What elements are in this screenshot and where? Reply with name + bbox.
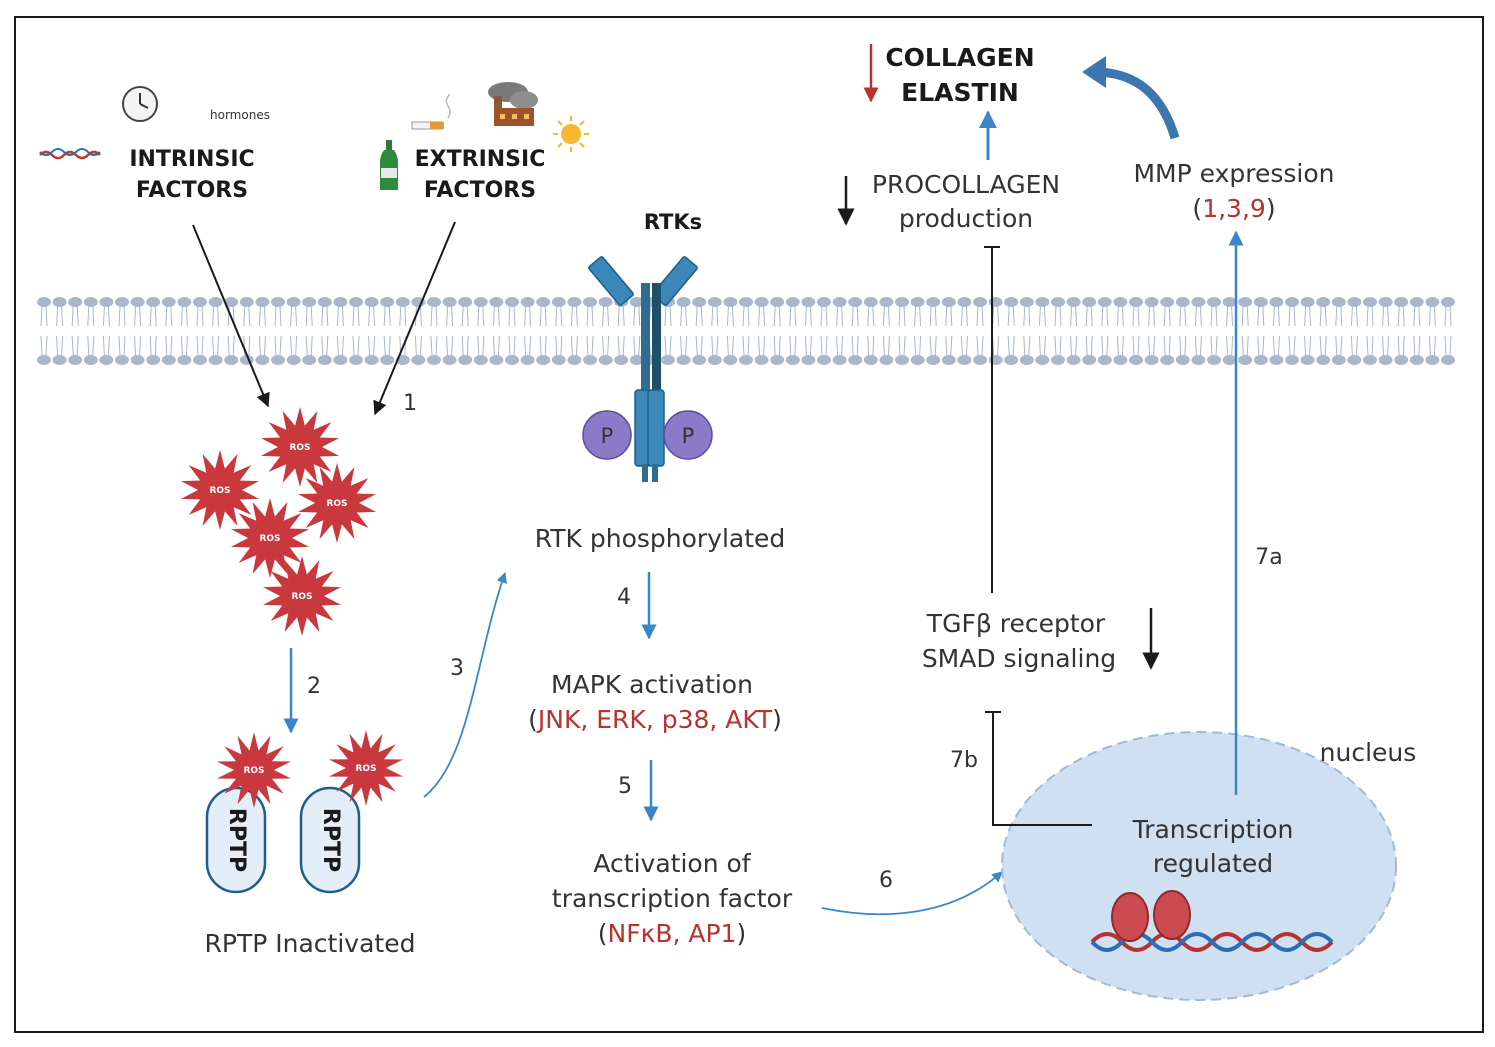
ros-burst: ROS	[217, 732, 291, 808]
dna-strand-icon	[39, 148, 101, 160]
ros-burst: ROS	[329, 730, 403, 806]
rptp-receptor: RPTP	[205, 786, 267, 894]
svg-text:P: P	[601, 424, 614, 448]
mapk-activation-label: MAPK activation	[551, 670, 753, 699]
svg-text:ROS: ROS	[291, 592, 312, 602]
mmp-arrowhead-icon	[1082, 56, 1106, 88]
svg-text:ROS: ROS	[259, 534, 280, 544]
step-3-label: 3	[450, 656, 464, 681]
tgfb-line1: TGFβ receptor	[926, 609, 1106, 638]
step-6-arrow	[821, 871, 1003, 916]
collagen-label: COLLAGEN	[885, 43, 1034, 72]
procollagen-line1: PROCOLLAGEN	[872, 170, 1060, 199]
tf-activation-line2: transcription factor	[552, 884, 793, 913]
step-5-label: 5	[618, 774, 632, 799]
svg-text:ROS: ROS	[355, 764, 376, 774]
svg-text:RPTP: RPTP	[318, 808, 343, 872]
tf-members: (NFκB, AP1)	[598, 919, 746, 948]
clock-icon	[122, 86, 158, 122]
rptp-receptors: RPTP ROS RPTP ROS	[205, 730, 403, 894]
step-1-label: 1	[403, 391, 417, 416]
phosphate-left: P	[582, 410, 632, 460]
tgfb-line2: SMAD signaling	[922, 644, 1116, 673]
extrinsic-to-ros-arrow	[373, 221, 456, 416]
hormones-label: hormones	[210, 108, 270, 122]
step-7b-inhibition-line	[992, 712, 1092, 826]
cigarette-icon	[411, 93, 451, 130]
mmp-degrades-collagen-arrow	[1093, 67, 1180, 140]
nucleus	[1001, 731, 1397, 1001]
step-6-label: 6	[879, 868, 893, 893]
ros-burst: ROS	[231, 498, 309, 578]
step-3-arrow	[423, 571, 507, 798]
rptp-receptor: RPTP	[299, 786, 361, 894]
svg-text:ROS: ROS	[289, 443, 310, 453]
tf-activation-line1: Activation of	[593, 849, 751, 878]
nucleus-label: nucleus	[1320, 738, 1417, 767]
svg-text:ROS: ROS	[326, 499, 347, 509]
rtk-phosphorylated-caption: RTK phosphorylated	[535, 524, 786, 553]
intrinsic-factors-line1: INTRINSIC	[129, 147, 254, 172]
extrinsic-factors-line1: EXTRINSIC	[415, 147, 546, 172]
rtk-receptor	[588, 256, 698, 482]
sun-icon	[553, 116, 589, 152]
ros-burst: ROS	[261, 407, 339, 487]
procollagen-line2: production	[899, 204, 1033, 233]
elastin-label: ELASTIN	[901, 78, 1019, 107]
ros-burst: ROS	[298, 463, 376, 543]
step-2-label: 2	[307, 674, 321, 699]
step-4-label: 4	[617, 585, 631, 610]
cell-membrane	[37, 297, 1455, 365]
intrinsic-to-ros-arrow	[192, 224, 270, 408]
svg-text:ROS: ROS	[209, 486, 230, 496]
transcription-line2: regulated	[1153, 849, 1273, 878]
phosphate-right: P	[663, 410, 713, 460]
figure-frame	[14, 16, 1484, 1033]
svg-text:ROS: ROS	[243, 766, 264, 776]
transcription-factor-blobs	[1111, 890, 1191, 942]
extrinsic-factors-line2: FACTORS	[424, 178, 536, 203]
bottle-icon	[380, 140, 398, 190]
ros-burst: ROS	[263, 556, 341, 636]
mmp-members: (1,3,9)	[1192, 194, 1275, 223]
intrinsic-factors-line2: FACTORS	[136, 178, 248, 203]
transcription-line1: Transcription	[1132, 815, 1294, 844]
mmp-expression-label: MMP expression	[1133, 159, 1334, 188]
ros-cluster: ROS ROS ROS ROS ROS	[181, 407, 376, 636]
rptp-caption: RPTP Inactivated	[205, 929, 416, 958]
svg-text:P: P	[682, 424, 695, 448]
rtks-title: RTKs	[644, 210, 702, 234]
factory-pollution-icon	[488, 82, 538, 126]
mapk-members: (JNK, ERK, p38, AKT)	[528, 705, 782, 734]
svg-text:RPTP: RPTP	[224, 808, 249, 872]
step-7b-label: 7b	[950, 748, 978, 773]
step-7a-label: 7a	[1255, 545, 1282, 570]
ros-burst: ROS	[181, 450, 259, 530]
